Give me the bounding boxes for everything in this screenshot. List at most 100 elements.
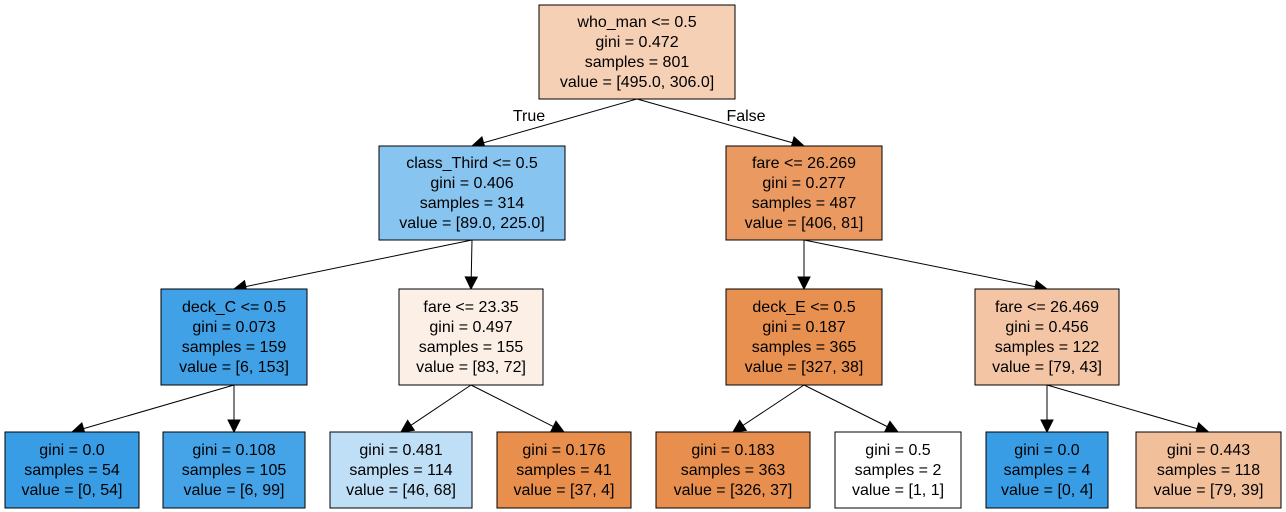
- node-box: [160, 288, 308, 386]
- node-line: gini = 0.108: [192, 442, 275, 459]
- edge-n8-n9: [797, 240, 811, 291]
- node-line: fare <= 23.35: [423, 299, 518, 316]
- edge-n2-n4: [227, 385, 241, 434]
- edge-line: [470, 239, 473, 278]
- node-line: value = [46, 68]: [346, 482, 456, 499]
- node-box: [834, 431, 962, 509]
- node-line: samples = 41: [516, 462, 612, 479]
- edge-line: [483, 98, 638, 144]
- edge-n12-n13: [1040, 385, 1054, 434]
- edge-label-false: False: [726, 108, 765, 125]
- node-line: gini = 0.456: [1005, 319, 1088, 336]
- arrow-head-icon: [797, 276, 811, 291]
- node-line: value = [6, 99]: [184, 482, 285, 499]
- tree-node-n8: fare <= 26.269 gini = 0.277 samples = 487 v…: [725, 145, 883, 241]
- node-line: samples = 2: [855, 462, 942, 479]
- edge-label-true: True: [513, 108, 545, 125]
- node-box: [655, 431, 811, 509]
- node-line: samples = 801: [585, 54, 690, 71]
- node-box: [496, 431, 632, 509]
- node-line: samples = 487: [752, 195, 857, 212]
- edge-n0-n1: True: [470, 98, 638, 150]
- edge-line: [636, 98, 793, 144]
- node-line: samples = 122: [995, 339, 1100, 356]
- edge-n12-n14: [1046, 384, 1210, 436]
- arrow-head-icon: [732, 419, 748, 433]
- node-line: value = [326, 37]: [674, 482, 793, 499]
- node-box: [974, 288, 1120, 386]
- node-box: [725, 145, 883, 241]
- node-line: value = [89.0, 225.0]: [399, 215, 544, 232]
- node-line: class_Third <= 0.5: [406, 155, 538, 172]
- tree-node-n4: gini = 0.108 samples = 105 value = [6, 99]: [162, 431, 306, 509]
- node-line: value = [0, 4]: [1001, 482, 1093, 499]
- edge-n0-n8: False: [636, 98, 806, 150]
- node-line: gini = 0.497: [429, 319, 512, 336]
- tree-node-n10: gini = 0.183 samples = 363 value = [326, 3…: [655, 431, 811, 509]
- node-line: gini = 0.0: [1014, 442, 1079, 459]
- node-line: value = [83, 72]: [416, 359, 526, 376]
- node-line: fare <= 26.469: [995, 299, 1099, 316]
- edge-line: [83, 384, 235, 430]
- edge-n2-n3: [70, 384, 235, 436]
- node-line: gini = 0.481: [359, 442, 442, 459]
- node-line: value = [79, 43]: [992, 359, 1102, 376]
- edges-layer: True False: [70, 98, 1210, 436]
- node-box: [1135, 431, 1282, 509]
- node-box: [162, 431, 306, 509]
- edge-n9-n11: [803, 384, 900, 433]
- node-box: [4, 431, 140, 509]
- arrow-head-icon: [227, 419, 241, 434]
- tree-node-n9: deck_E <= 0.5 gini = 0.187 samples = 365 va…: [725, 288, 883, 386]
- edge-line: [803, 239, 1036, 288]
- node-line: samples = 365: [752, 339, 857, 356]
- node-line: gini = 0.406: [430, 175, 513, 192]
- node-line: value = [1, 1]: [852, 482, 944, 499]
- edge-n5-n7: [470, 384, 565, 433]
- node-line: fare <= 26.269: [752, 155, 856, 172]
- node-line: value = [327, 38]: [745, 359, 864, 376]
- node-box: [329, 431, 473, 509]
- edge-line: [803, 384, 888, 428]
- node-line: who_man <= 0.5: [576, 14, 696, 31]
- node-box: [378, 145, 566, 241]
- arrow-head-icon: [400, 419, 416, 433]
- node-box: [538, 4, 736, 100]
- node-line: gini = 0.0: [39, 442, 104, 459]
- node-line: gini = 0.176: [522, 442, 605, 459]
- edge-line: [742, 384, 805, 426]
- node-box: [725, 288, 883, 386]
- edge-n8-n12: [803, 239, 1049, 294]
- node-line: gini = 0.443: [1167, 442, 1250, 459]
- node-line: samples = 159: [182, 339, 287, 356]
- arrow-head-icon: [1040, 419, 1054, 434]
- node-line: gini = 0.277: [762, 175, 845, 192]
- edge-n1-n2: [232, 239, 473, 294]
- node-line: value = [495.0, 306.0]: [560, 74, 714, 91]
- node-line: samples = 4: [1004, 462, 1091, 479]
- node-line: value = [79, 39]: [1154, 482, 1264, 499]
- node-line: value = [0, 54]: [22, 482, 123, 499]
- node-line: samples = 363: [681, 462, 786, 479]
- node-line: deck_E <= 0.5: [752, 299, 855, 316]
- node-line: samples = 105: [182, 462, 287, 479]
- edge-line: [470, 384, 554, 428]
- edge-n9-n10: [732, 384, 805, 433]
- node-line: gini = 0.187: [762, 319, 845, 336]
- edge-n5-n6: [400, 384, 472, 433]
- node-line: gini = 0.183: [691, 442, 774, 459]
- node-line: gini = 0.073: [192, 319, 275, 336]
- node-box: [398, 288, 544, 386]
- node-line: samples = 54: [24, 462, 120, 479]
- node-line: value = [406, 81]: [745, 215, 864, 232]
